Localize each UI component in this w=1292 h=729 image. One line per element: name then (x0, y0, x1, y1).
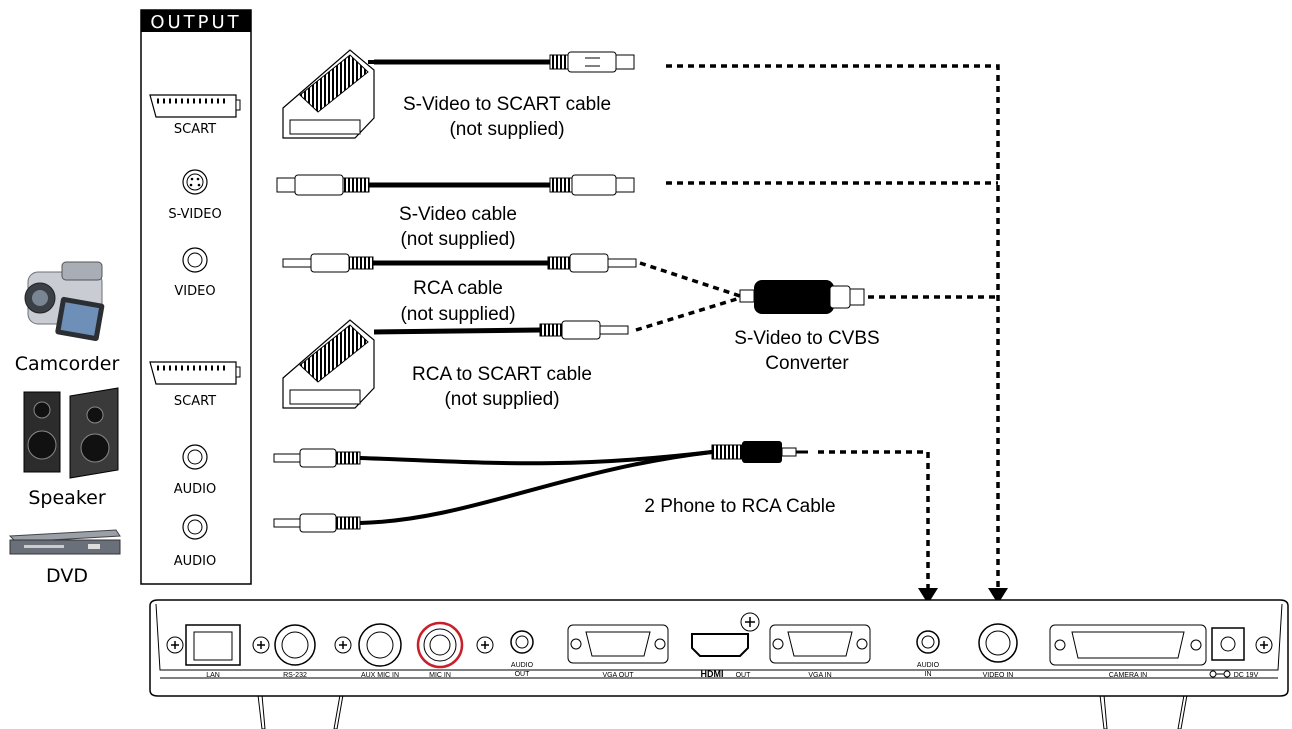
svideo-cable (276, 174, 635, 196)
hdmi-out-port-label: OUT (736, 672, 752, 679)
scart-port-icon (149, 361, 241, 385)
converter-label-1: S-Video to CVBS (734, 328, 879, 349)
svideo-cable-label-2: (not supplied) (400, 229, 515, 250)
dotted-connections (635, 64, 1000, 590)
audio-out-port-label-1: AUDIO (511, 662, 534, 669)
dvd-icon (8, 529, 121, 555)
camera-in-port-label: CAMERA IN (1109, 672, 1148, 679)
audio-in-port-label-2: IN (925, 671, 932, 678)
hdmi-logo: HDMI (701, 669, 724, 679)
rs232-port-label: RS-232 (283, 672, 307, 679)
camcorder-label: Camcorder (15, 353, 120, 375)
arrow-to-audio-in (918, 588, 938, 604)
output-panel: OUTPUT SCART S-VIDEO VIDEO SCART (140, 9, 252, 585)
svideo-to-scart-cable (282, 49, 635, 139)
audio-out-port-label-2: OUT (515, 671, 531, 678)
lan-port-label: LAN (206, 672, 220, 679)
rca-to-scart-cable (282, 319, 629, 409)
phone-to-rca-cable (273, 441, 808, 533)
video-in-port-label: VIDEO IN (983, 672, 1014, 679)
speaker-label: Speaker (28, 487, 105, 509)
dc-port-label: DC 19V (1234, 672, 1259, 679)
speaker-icon (23, 387, 119, 479)
audio-port-icon (182, 514, 208, 540)
mic-in-port-label: MIC IN (429, 672, 451, 679)
svideo-cable-label-1: S-Video cable (399, 204, 517, 225)
phone-rca-cable-label: 2 Phone to RCA Cable (644, 496, 835, 517)
scart-label-2: SCART (174, 394, 216, 409)
aux-mic-port-label: AUX MIC IN (361, 672, 399, 679)
svideo-port-icon (182, 169, 208, 195)
svideo-scart-cable-label-1: S-Video to SCART cable (403, 94, 611, 115)
arrow-to-video-in (988, 588, 1008, 604)
scart-label-1: SCART (174, 122, 216, 137)
rca-cable-label-1: RCA cable (413, 278, 503, 299)
video-port-icon (182, 247, 208, 273)
svideo-label: S-VIDEO (168, 207, 221, 222)
svideo-scart-cable-label-2: (not supplied) (449, 119, 564, 140)
vga-in-port-label: VGA IN (808, 672, 831, 679)
audio-label-2: AUDIO (174, 554, 217, 569)
rear-panel (149, 599, 1289, 729)
video-label: VIDEO (174, 284, 215, 299)
camcorder-icon (24, 261, 105, 342)
rca-cable (282, 253, 637, 273)
output-panel-header: OUTPUT (150, 12, 241, 33)
audio-port-icon (182, 444, 208, 470)
rca-scart-cable-label-2: (not supplied) (444, 389, 559, 410)
dvd-label: DVD (46, 565, 88, 587)
svideo-cvbs-converter (739, 280, 865, 314)
scart-port-icon (149, 94, 241, 118)
vga-out-port-label: VGA OUT (602, 672, 634, 679)
rca-cable-label-2: (not supplied) (400, 304, 515, 325)
audio-label-1: AUDIO (174, 482, 217, 497)
audio-in-port-label-1: AUDIO (917, 662, 940, 669)
rca-scart-cable-label-1: RCA to SCART cable (412, 364, 592, 385)
converter-label-2: Converter (765, 353, 849, 374)
dc-polarity-icon (1209, 670, 1231, 678)
